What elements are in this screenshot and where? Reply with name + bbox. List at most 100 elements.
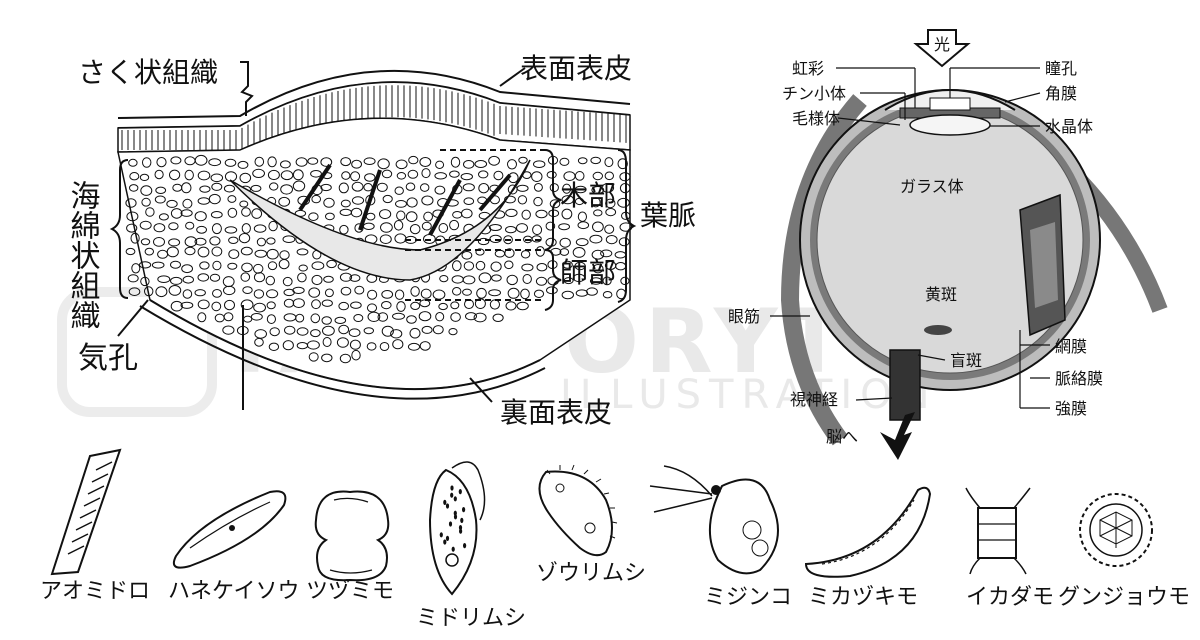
spongy-cell <box>222 325 235 335</box>
spongy-cell <box>282 340 294 351</box>
spongy-cell <box>574 171 585 181</box>
spongy-cell <box>419 157 432 167</box>
spongy-cell <box>507 159 517 170</box>
spongy-cell <box>474 160 488 168</box>
spongy-cell <box>338 324 350 335</box>
spongy-cell <box>450 156 461 168</box>
upper-epidermis-leader <box>499 67 526 87</box>
spongy-cell <box>353 314 364 322</box>
chloroplast-dot <box>445 503 450 509</box>
spongy-cell <box>322 337 332 347</box>
spongy-cell <box>197 312 207 323</box>
label-xylem: 木部 <box>560 179 616 212</box>
spongy-cell <box>295 157 308 167</box>
spongy-cell <box>212 289 222 298</box>
organism-name: ゾウリムシ <box>536 561 646 586</box>
optic-nerve <box>889 349 921 421</box>
spongy-cell <box>197 246 210 258</box>
spongy-cell <box>228 249 240 260</box>
spongy-cell <box>168 238 181 247</box>
spongy-cell <box>339 224 349 235</box>
spongy-cell <box>126 223 138 233</box>
spongy-cell <box>350 207 363 218</box>
spongy-cell <box>339 353 351 364</box>
chloroplast-dot <box>453 514 458 520</box>
spongy-cell <box>170 300 183 312</box>
spongy-cell <box>535 246 545 257</box>
spongy-cell <box>267 169 280 181</box>
spongy-cell <box>434 185 446 195</box>
spongy-cell <box>381 290 394 299</box>
label-zonule: チン小体 <box>782 84 846 103</box>
spongy-cell <box>153 237 165 247</box>
spongy-cell <box>185 221 195 230</box>
spongy-cell <box>434 172 448 180</box>
spongy-cell <box>380 222 393 233</box>
pupil <box>929 97 971 111</box>
spongy-cell <box>307 157 319 165</box>
spongy-cell <box>620 276 630 285</box>
spongy-cell <box>572 247 586 258</box>
spongy-cell <box>238 233 251 244</box>
spongy-cell <box>407 169 419 179</box>
spongy-cell <box>253 289 265 299</box>
label-cornea: 角膜 <box>1045 84 1077 103</box>
spongy-cell <box>407 342 421 351</box>
spongy-cell <box>182 289 193 299</box>
spongy-cell <box>364 173 376 182</box>
label-ciliary: 毛様体 <box>792 109 840 128</box>
spongy-cell <box>266 237 276 245</box>
midorimushi-flagellum <box>451 461 486 521</box>
spongy-cell <box>533 196 543 207</box>
spongy-cell <box>295 313 305 323</box>
label-phloem: 師部 <box>560 256 616 289</box>
spongy-cell <box>354 285 365 295</box>
spongy-cell <box>505 301 517 311</box>
spongy-cell <box>577 157 588 165</box>
ikadamo-spines <box>965 487 1031 575</box>
spongy-cell <box>241 262 253 273</box>
spongy-cell <box>419 299 431 308</box>
spongy-cell <box>589 277 603 285</box>
spongy-cell <box>180 209 193 217</box>
spongy-cell <box>478 170 489 179</box>
spongy-cell <box>590 156 602 165</box>
spongy-cell <box>170 156 182 165</box>
spongy-cell <box>377 158 390 170</box>
spongy-cell <box>296 327 309 336</box>
spongy-cell <box>438 223 449 233</box>
chloroplast-dot <box>460 517 464 524</box>
spongy-cell <box>154 195 166 204</box>
spongy-cell <box>181 182 192 194</box>
spongy-cell <box>452 260 462 272</box>
spongy-cell <box>320 183 332 192</box>
palisade-leader <box>240 61 254 116</box>
label-muscle: 眼筋 <box>728 307 760 326</box>
spongy-cell <box>169 169 181 181</box>
organism-zourimushi: ゾウリムシ <box>536 464 646 586</box>
spongy-cell <box>589 234 603 244</box>
organism-name: ハネケイソウ <box>168 579 300 604</box>
spongy-cell <box>604 171 614 181</box>
spongy-cell <box>367 289 378 300</box>
spongy-cell <box>282 235 296 243</box>
spongy-cell <box>311 261 325 271</box>
spongy-cell <box>533 183 543 192</box>
spongy-cell <box>125 198 137 208</box>
spongy-cell <box>558 223 570 231</box>
spongy-cell <box>488 155 501 166</box>
spongy-cell <box>465 312 477 321</box>
stoma-leader <box>117 299 149 337</box>
spongy-cell <box>561 290 574 300</box>
spongy-cell <box>574 197 585 206</box>
spongy-cell <box>504 195 516 204</box>
label-upper-epidermis: 表面表皮 <box>520 52 632 85</box>
spongy-cell <box>421 221 432 231</box>
spongy-cell <box>562 183 572 194</box>
mikazukimo-chloroplast <box>821 499 915 565</box>
chloroplast-dot <box>462 507 466 513</box>
spongy-cell <box>504 248 515 258</box>
label-pupil: 瞳孔 <box>1045 59 1077 78</box>
spongy-cell <box>211 223 222 235</box>
